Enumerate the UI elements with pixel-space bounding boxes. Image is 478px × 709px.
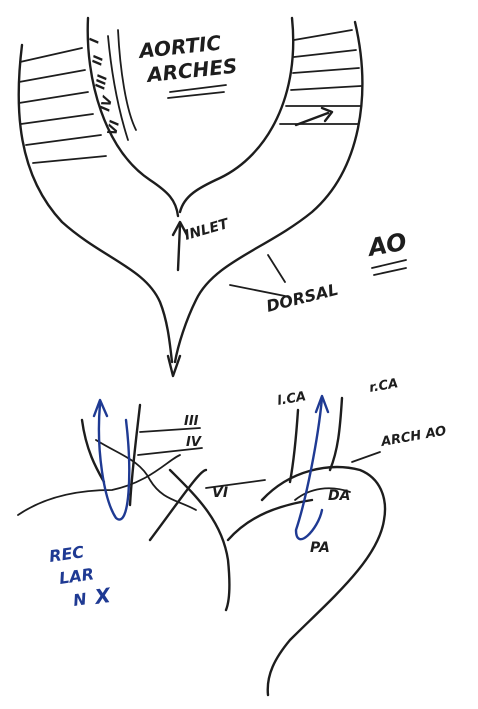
arch-number: II	[90, 54, 107, 67]
arch-number: VI	[105, 119, 123, 137]
arch-vi-label: VI	[212, 485, 228, 501]
rca-label: r.CA	[368, 376, 399, 396]
lca-label: l.CA	[276, 389, 307, 409]
rec-label-line-3: N	[72, 589, 89, 610]
ao-underline	[372, 260, 406, 275]
rec-label-line-1: REC	[48, 542, 86, 566]
arch-number: I	[87, 37, 103, 45]
right-carotid-line	[290, 410, 298, 482]
arch-number: III	[93, 73, 111, 90]
inlet-arrow	[178, 225, 180, 270]
arch-ao-label: ARCH AO	[379, 424, 447, 450]
arch-number: IV	[98, 94, 116, 113]
arch-iv-label: IV	[186, 435, 202, 450]
inlet-label: INLET	[183, 216, 232, 244]
rec-label-line-2: LAR	[58, 564, 95, 588]
left-recurrent-nerve	[99, 404, 129, 520]
lower-derivatives-diagram: III IV VI l.CA r.CA ARCH AO DA PA REC LA…	[18, 376, 447, 695]
dorsal-label: DORSAL	[264, 280, 340, 316]
da-label: DA	[328, 488, 350, 504]
dorsal-leader	[268, 255, 285, 282]
right-carotid-line-2	[330, 398, 342, 470]
rec-nerve-number: X	[91, 583, 113, 609]
left-side-curve	[18, 455, 180, 515]
arch-ao-leader	[352, 452, 380, 462]
aortic-arch	[262, 467, 385, 695]
arch-iii-label: III	[184, 414, 199, 429]
central-trunk-left	[150, 470, 206, 540]
upper-embryonic-diagram: I II III IV VI AORTIC ARCHES INLET DORSA…	[19, 18, 409, 376]
descending-arrow	[168, 356, 180, 376]
ao-label: AO	[364, 228, 409, 263]
arch-number-ladder: I II III IV VI	[87, 30, 136, 140]
pa-label: PA	[310, 540, 330, 556]
title-underline	[168, 85, 226, 98]
